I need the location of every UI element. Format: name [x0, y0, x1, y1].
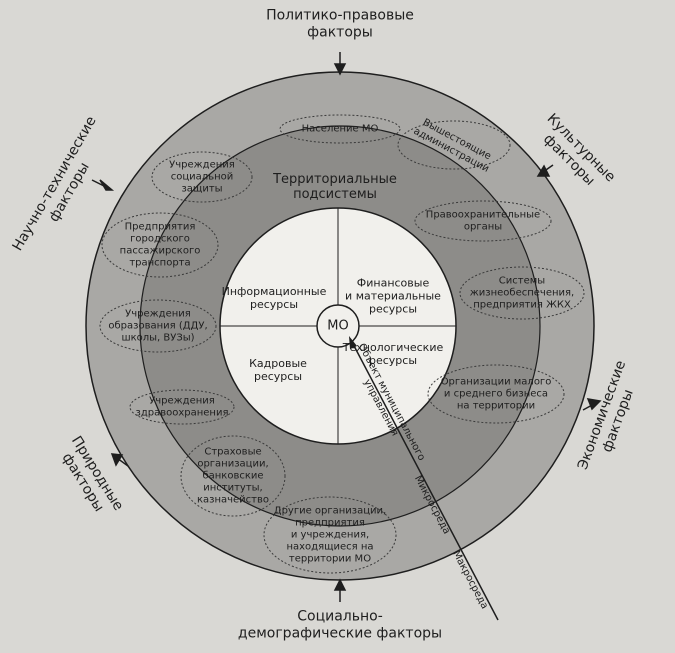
factor-socio-demographic-line: Социально- — [297, 609, 383, 625]
quadrant-personnel-line: ресурсы — [254, 370, 302, 383]
center-mo-label-line: МО — [327, 319, 348, 334]
quadrant-information-line: Информационные — [222, 285, 327, 298]
ellipse-population — [279, 114, 401, 144]
item-other-orgs-line: Другие организации, — [274, 506, 386, 517]
ellipse-insurance-banks — [180, 435, 286, 517]
item-law-enforcement-line: Правоохранительные — [426, 210, 540, 221]
territorial-subsystems-title-line: подсистемы — [293, 187, 377, 202]
ellipse-law-enforcement — [414, 200, 552, 242]
arrow-label-macro-line: Макросреда — [450, 549, 490, 611]
quadrant-personnel-line: Кадровые — [249, 357, 307, 370]
item-other-orgs-line: находящиеся на — [286, 542, 373, 553]
ellipse-other-orgs — [263, 496, 397, 574]
quadrant-financial-line: ресурсы — [369, 303, 417, 316]
quadrant-technological-line: ресурсы — [369, 354, 417, 367]
item-small-business-line: и среднего бизнеса — [444, 389, 548, 400]
ellipse-healthcare — [129, 389, 235, 425]
item-population-line: Население МО — [302, 124, 379, 135]
territorial-subsystems-title-line: Территориальные — [272, 172, 397, 187]
quadrant-technological-line: Технологические — [342, 341, 444, 354]
item-other-orgs-line: территории МО — [289, 554, 371, 565]
arrow-left-upper-icon — [91, 179, 115, 191]
ellipse-social-protection — [151, 151, 253, 203]
item-insurance-banks-line: казначейство — [197, 495, 269, 506]
factor-science-tech-line: Научно-технические — [10, 114, 100, 254]
item-transport-line: пассажирского — [120, 246, 201, 257]
item-transport-line: городского — [130, 234, 190, 245]
item-law-enforcement-line: органы — [464, 222, 502, 233]
item-insurance-banks: Страховыеорганизации,банковскиеинституты… — [197, 447, 269, 506]
item-insurance-banks-line: Страховые — [204, 447, 261, 458]
ellipse-transport — [101, 212, 219, 278]
item-ellipses — [99, 114, 585, 574]
arrow-right-lower-icon — [582, 398, 602, 411]
factor-political-legal-line: Политико-правовые — [266, 8, 414, 24]
item-healthcare-line: Учреждения — [149, 396, 215, 407]
item-social-protection-line: защиты — [181, 184, 222, 195]
item-transport: Предприятиягородскогопассажирскоготрансп… — [120, 222, 201, 269]
item-small-business-line: на территории — [457, 401, 535, 412]
ellipse-higher-admin — [397, 120, 511, 170]
item-housing-line: Системы — [499, 276, 545, 287]
item-other-orgs-line: и учреждения, — [291, 530, 369, 541]
item-education-line: школы, ВУЗы) — [121, 333, 194, 344]
arrow-top-icon — [333, 52, 347, 76]
arrow-bottom-icon — [333, 578, 347, 602]
factor-arrows — [91, 52, 602, 602]
item-other-orgs-line: предприятия — [295, 518, 365, 529]
item-healthcare-line: здравоохранения — [136, 408, 229, 419]
ellipse-education — [99, 299, 217, 353]
item-population: Население МО — [302, 124, 379, 135]
item-insurance-banks-line: организации, — [197, 459, 268, 470]
object-arrow — [349, 336, 499, 621]
item-housing-line: предприятия ЖКХ — [473, 300, 571, 311]
item-transport-line: Предприятия — [125, 222, 196, 233]
ellipse-small-business — [427, 364, 565, 424]
center-mo-label: МО — [327, 319, 348, 334]
arrow-label-macro: Макросреда — [450, 549, 490, 611]
factor-socio-demographic-line: демографические факторы — [238, 626, 442, 642]
item-insurance-banks-line: банковские — [202, 471, 263, 482]
ellipse-housing — [459, 266, 585, 320]
item-housing-line: жизнеобеспечения, — [470, 288, 574, 299]
quadrant-financial-line: Финансовые — [357, 277, 430, 290]
item-social-protection-line: Учреждения — [169, 160, 235, 171]
center-mo-circle — [316, 304, 360, 348]
quadrant-information-line: ресурсы — [250, 298, 298, 311]
quadrant-financial-line: и материальные — [345, 290, 441, 303]
item-small-business-line: Организации малого — [441, 377, 552, 388]
item-social-protection-line: социальной — [171, 172, 234, 183]
item-insurance-banks-line: институты, — [203, 483, 263, 494]
arrow-left-lower-icon — [110, 453, 129, 467]
arrow-right-upper-icon — [536, 164, 554, 177]
item-education-line: Учреждения — [125, 309, 191, 320]
item-transport-line: транспорта — [129, 258, 190, 269]
item-education-line: образования (ДДУ, — [108, 321, 207, 332]
factor-political-legal-line: факторы — [307, 25, 373, 41]
factor-socio-demographic: Социально-демографические факторы — [238, 609, 442, 642]
